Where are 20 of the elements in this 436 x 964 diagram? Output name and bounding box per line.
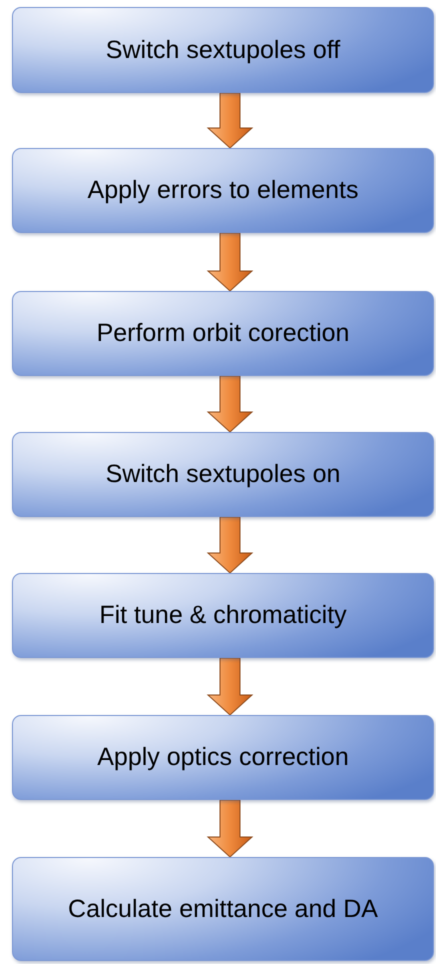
block-arrow — [206, 800, 254, 858]
step-label: Switch sextupoles on — [104, 460, 342, 489]
step-label: Apply optics correction — [96, 743, 350, 772]
block-arrow — [206, 658, 254, 716]
process-box — [12, 291, 434, 376]
step-label: Apply errors to elements — [86, 176, 360, 205]
block-arrow — [206, 376, 254, 433]
process-box — [12, 432, 434, 517]
process-box — [12, 715, 434, 800]
process-box — [12, 857, 434, 961]
block-arrow — [206, 92, 254, 149]
process-box — [12, 148, 434, 233]
block-arrow — [206, 232, 254, 292]
step-label: Calculate emittance and DA — [67, 894, 379, 924]
step-label: Fit tune & chromaticity — [98, 601, 348, 630]
process-box — [12, 573, 434, 658]
block-arrow — [206, 516, 254, 574]
step-label: Perform orbit corection — [96, 319, 350, 348]
step-label: Switch sextupoles off — [104, 36, 342, 64]
process-box — [12, 7, 434, 93]
